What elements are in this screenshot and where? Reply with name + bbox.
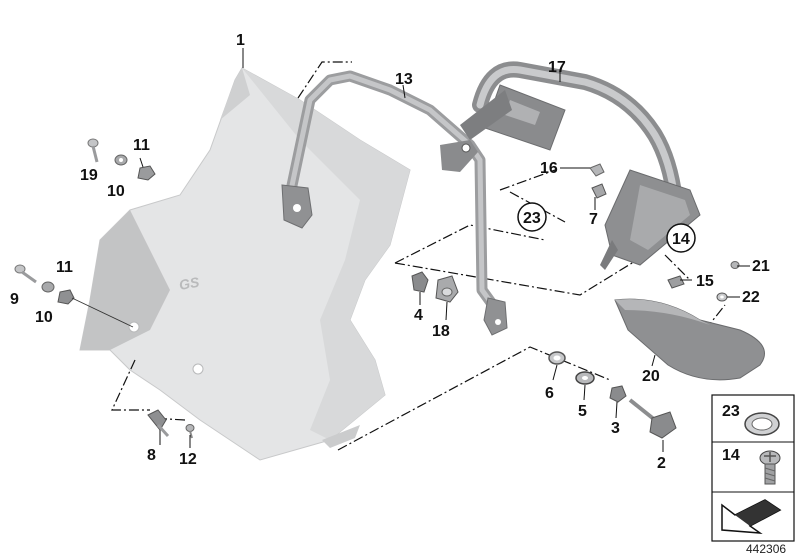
bushing-18 <box>435 275 459 303</box>
washer-10-top <box>114 154 128 166</box>
bolt-8 <box>147 409 170 438</box>
assembly-lines <box>111 61 726 451</box>
washer-22 <box>716 292 728 302</box>
screw-12 <box>185 424 195 439</box>
mounting-bracket-13 <box>281 70 508 336</box>
callout-6: 6 <box>545 385 554 402</box>
screw-9 <box>14 264 37 284</box>
callout-22: 22 <box>742 289 760 306</box>
cover-panel-20 <box>614 298 765 381</box>
callout-12: 12 <box>179 451 197 468</box>
circled-callout-23: 23 <box>517 202 547 232</box>
arrow-shape-icon <box>721 499 782 534</box>
screw-19 <box>87 138 99 163</box>
callout-7: 7 <box>589 211 598 228</box>
svg-text:14: 14 <box>672 231 690 248</box>
windshield: GS <box>79 67 411 461</box>
shield-gs-mark: GS <box>178 274 201 293</box>
callout-17: 17 <box>548 59 566 76</box>
callout-3: 3 <box>611 420 620 437</box>
screw-21 <box>730 261 740 269</box>
callout-9: 9 <box>10 291 19 308</box>
handle-bar-17 <box>460 61 701 270</box>
nut-3 <box>609 385 627 403</box>
callout-8: 8 <box>147 447 156 464</box>
circled-callout-14: 14 <box>666 223 696 253</box>
parts-legend: 23 14 <box>711 394 795 542</box>
callouts <box>139 48 750 452</box>
callout-19: 19 <box>80 167 98 184</box>
callout-18: 18 <box>432 323 450 340</box>
nut-11-top <box>137 165 156 181</box>
o-ring-icon <box>744 412 780 436</box>
callout-15: 15 <box>696 273 714 290</box>
knob-bolt-2 <box>628 398 677 439</box>
clip-4 <box>411 271 429 293</box>
callout-20: 20 <box>642 368 660 385</box>
legend-number-14: 14 <box>722 447 740 464</box>
callout-1: 1 <box>236 32 245 49</box>
callout-5: 5 <box>578 403 587 420</box>
leader-11-left-to-shield <box>71 297 134 328</box>
callout-16: 16 <box>540 160 558 177</box>
screw-16 <box>589 163 605 177</box>
legend-number-23: 23 <box>722 403 740 420</box>
washer-5 <box>575 371 595 385</box>
screw-7 <box>591 183 607 199</box>
callout-11-top: 11 <box>133 137 150 154</box>
rubber-washer-6 <box>548 351 566 365</box>
callout-2: 2 <box>657 455 666 472</box>
washer-10-left <box>41 281 55 293</box>
torx-bolt-icon <box>759 450 781 485</box>
nut-11-left <box>57 289 75 305</box>
callout-21: 21 <box>752 258 770 275</box>
diagram-number: 442306 <box>746 542 786 556</box>
callout-10-top: 10 <box>107 183 125 200</box>
callout-4: 4 <box>414 307 423 324</box>
svg-text:23: 23 <box>523 210 541 227</box>
callout-11-left: 11 <box>56 259 73 276</box>
clip-15 <box>667 275 685 289</box>
callout-13: 13 <box>395 71 413 88</box>
callout-10-left: 10 <box>35 309 53 326</box>
